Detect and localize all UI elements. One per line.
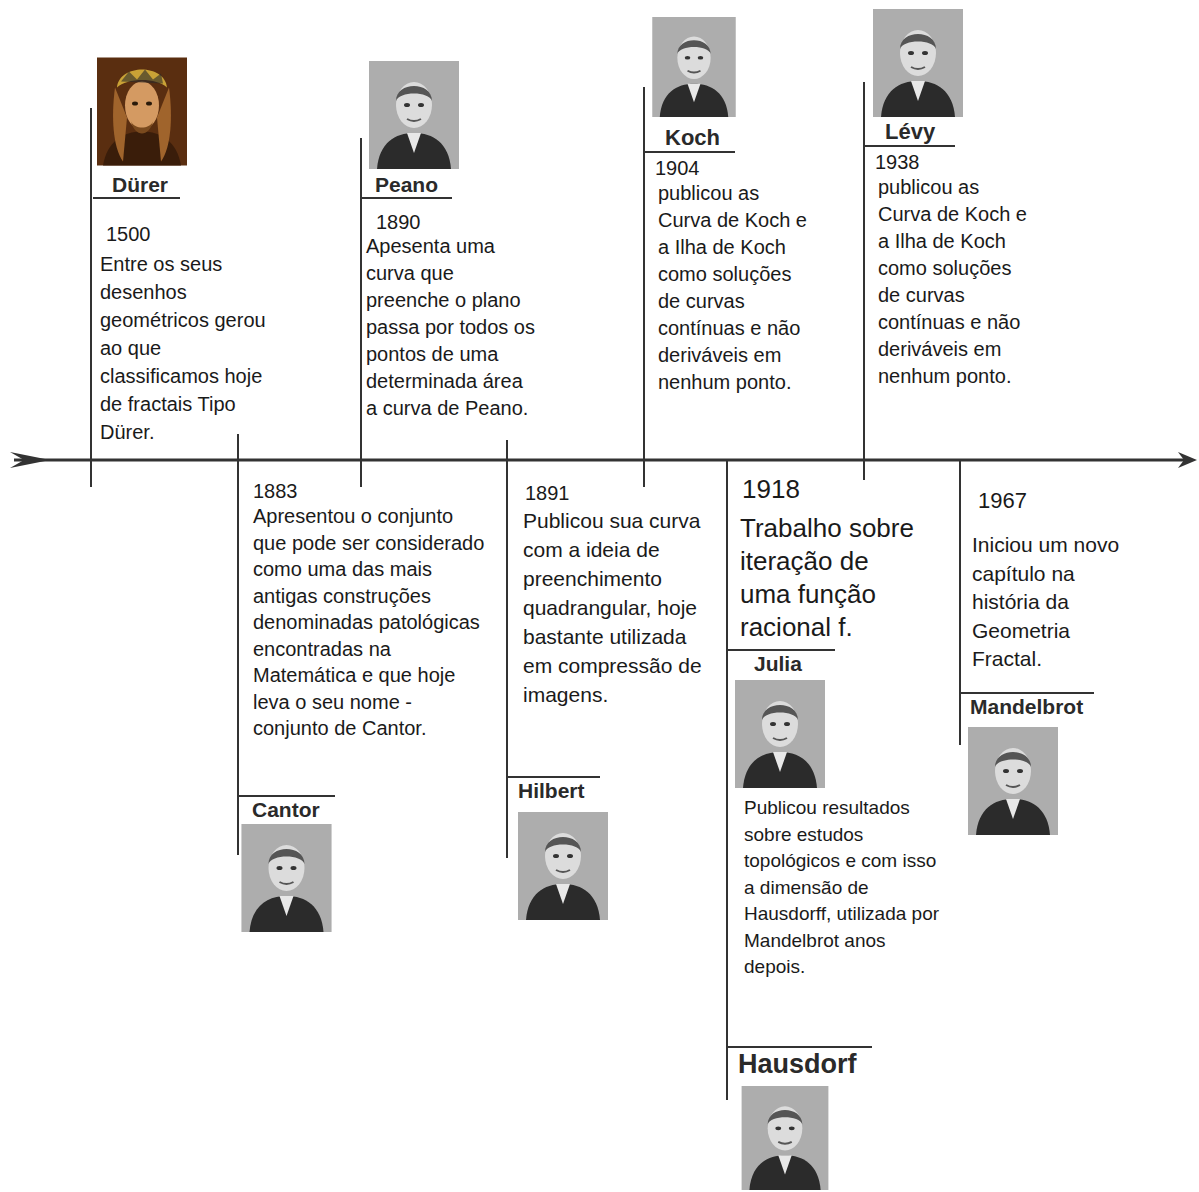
- timeline-tick: [506, 440, 508, 858]
- portrait-photo: [242, 824, 332, 932]
- year-label: 1891: [525, 481, 605, 505]
- portrait-photo: [97, 58, 187, 166]
- event-description: Iniciou um novo capítulo na história da …: [972, 531, 1120, 674]
- portrait-photo: [735, 680, 825, 788]
- timeline-tick: [90, 108, 92, 487]
- name-underline: [645, 151, 735, 153]
- axis-arrowhead: [1178, 452, 1197, 468]
- person-name: Hausdorf: [738, 1048, 878, 1080]
- person-name: Cantor: [252, 797, 372, 822]
- event-description: Apesenta uma curva que preenche o plano …: [366, 233, 536, 422]
- year-label: 1500: [106, 222, 186, 246]
- year-label: 1918: [742, 474, 832, 504]
- event-description: Publicou resultados sobre estudos topoló…: [744, 795, 949, 981]
- timeline-tick: [237, 434, 239, 855]
- timeline-tick: [863, 82, 865, 480]
- timeline-tick: [959, 460, 961, 745]
- timeline-ticks: [91, 82, 960, 1100]
- event-description: Trabalho sobre iteração de uma função ra…: [740, 512, 920, 644]
- person-name: Peano: [375, 172, 495, 197]
- person-name: Hilbert: [518, 778, 638, 803]
- person-name: Dürer: [112, 172, 232, 197]
- event-description: Entre os seus desenhos geométricos gerou…: [100, 250, 280, 446]
- timeline-tick: [643, 87, 645, 487]
- portrait-photo: [369, 61, 459, 169]
- year-label: 1904: [655, 156, 735, 180]
- portrait-photo: [873, 9, 963, 117]
- portrait-photo: [652, 17, 735, 117]
- name-underline: [865, 145, 955, 147]
- name-underline: [362, 197, 452, 199]
- portrait-photo: [742, 1086, 829, 1190]
- name-underlines: [93, 146, 1094, 1047]
- name-underline: [727, 649, 835, 651]
- timeline-tick: [726, 460, 728, 1100]
- person-name: Koch: [665, 125, 785, 151]
- axis-tail: [10, 452, 50, 468]
- year-label: 1938: [875, 150, 955, 174]
- timeline-tick: [360, 138, 362, 487]
- name-underline: [507, 776, 600, 778]
- name-underline: [727, 1046, 872, 1048]
- event-description: Apresentou o conjunto que pode ser consi…: [253, 503, 485, 742]
- person-name: Lévy: [885, 119, 1005, 145]
- year-label: 1890: [376, 210, 456, 234]
- name-underline: [238, 795, 335, 797]
- event-description: Publicou sua curva com a ideia de preenc…: [523, 506, 705, 709]
- portrait-photo: [968, 727, 1058, 835]
- year-label: 1967: [978, 488, 1058, 514]
- person-name: Mandelbrot: [970, 694, 1110, 719]
- person-name: Julia: [754, 651, 854, 676]
- portrait-photo: [518, 812, 608, 920]
- year-label: 1883: [253, 479, 333, 503]
- event-description: publicou as Curva de Koch e a Ilha de Ko…: [658, 180, 816, 396]
- event-description: publicou as Curva de Koch e a Ilha de Ko…: [878, 174, 1036, 390]
- name-underline: [960, 692, 1094, 694]
- timeline-axis: [14, 459, 1190, 462]
- name-underline: [93, 197, 180, 199]
